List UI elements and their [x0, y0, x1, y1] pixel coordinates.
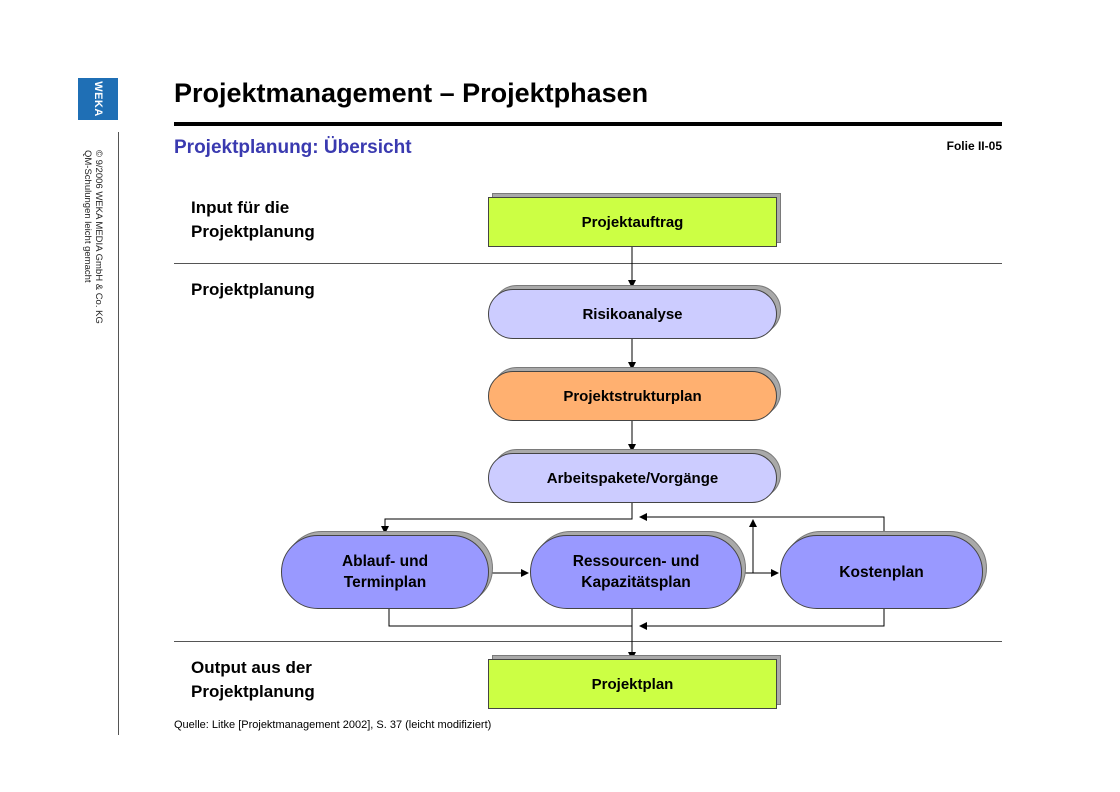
- node-label: Arbeitspakete/Vorgänge: [488, 453, 777, 503]
- node-label-line-2: Terminplan: [343, 574, 427, 591]
- node-label-line-1: Ablauf- und: [341, 553, 429, 570]
- node-label: Projektplan: [488, 659, 777, 709]
- node-label: Ablauf- und Terminplan: [281, 535, 489, 609]
- node-label: Projektauftrag: [488, 197, 777, 247]
- node-projektauftrag: Projektauftrag: [488, 193, 781, 247]
- section-output: Output aus der Projektplanung: [191, 656, 315, 704]
- node-label: Kostenplan: [780, 535, 983, 609]
- node-projektstrukturplan: Projektstrukturplan: [488, 367, 781, 421]
- section-input: Input für die Projektplanung: [191, 196, 315, 244]
- source-note: Quelle: Litke [Projektmanagement 2002], …: [174, 719, 492, 731]
- node-projektplan: Projektplan: [488, 655, 781, 709]
- section-output-line-2: Projektplanung: [191, 682, 315, 701]
- node-label-line-1: Ressourcen- und: [572, 553, 700, 570]
- divider-bottom: [174, 641, 1002, 642]
- title-rule: [174, 122, 1002, 126]
- weka-logo: WEKA: [78, 78, 118, 120]
- node-kostenplan: Kostenplan: [780, 531, 987, 609]
- node-label: Ressourcen- und Kapazitätsplan: [530, 535, 742, 609]
- node-ablauf-terminplan: Ablauf- und Terminplan: [281, 531, 493, 609]
- arrow-kosten-feedback: [639, 513, 885, 535]
- node-label-line-2: Kapazitätsplan: [581, 574, 691, 591]
- page-subtitle: Projektplanung: Übersicht: [174, 137, 412, 158]
- section-planung: Projektplanung: [191, 280, 315, 299]
- section-input-line-1: Input für die: [191, 198, 290, 217]
- page-title: Projektmanagement – Projektphasen: [174, 78, 649, 108]
- line-ablauf-to-collector: [388, 609, 632, 627]
- arrow-kosten-to-collector: [639, 609, 885, 630]
- node-label: Projektstrukturplan: [488, 371, 777, 421]
- divider-top: [174, 263, 1002, 264]
- node-arbeitspakete: Arbeitspakete/Vorgänge: [488, 449, 781, 503]
- node-ressourcen-kapazitaetsplan: Ressourcen- und Kapazitätsplan: [530, 531, 746, 609]
- node-risikoanalyse: Risikoanalyse: [488, 285, 781, 339]
- section-output-line-1: Output aus der: [191, 658, 312, 677]
- section-input-line-2: Projektplanung: [191, 222, 315, 241]
- slide-number: Folie II-05: [946, 139, 1002, 153]
- margin-divider: [118, 132, 119, 735]
- node-label: Risikoanalyse: [488, 289, 777, 339]
- arrow-ap-to-ablauf: [381, 503, 633, 534]
